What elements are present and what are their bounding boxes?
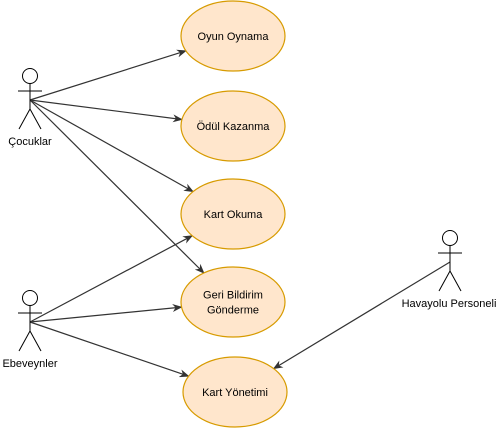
association-cocuklar-to-odul (29, 99, 183, 123)
stick-figure-icon (18, 68, 42, 130)
association-ebeveynler-to-geri-bildirim (29, 304, 183, 323)
usecase-kart-okuma[interactable]: Kart Okuma (180, 178, 286, 250)
usecase-label: Oyun Oynama (198, 31, 270, 43)
association-cocuklar-to-oyun (29, 49, 187, 101)
usecase-odul[interactable]: Ödül Kazanma (180, 90, 286, 162)
usecase-label: Geri Bildirim (203, 290, 263, 302)
usecase-ellipse[interactable] (180, 178, 286, 250)
usecase-label: Gönderme (207, 305, 259, 317)
usecase-ellipse[interactable] (180, 90, 286, 162)
usecase-ellipse[interactable] (180, 0, 286, 72)
association-cocuklar-to-kart-okuma (29, 99, 194, 193)
actor-label: Ebeveynler (2, 358, 57, 370)
actor-label: Havayolu Personeli (402, 298, 497, 310)
usecase-label: Kart Yönetimi (202, 387, 268, 399)
usecase-kart-yonetimi[interactable]: Kart Yönetimi (182, 356, 288, 428)
association-ebeveynler-to-kart-yonetimi (29, 321, 190, 378)
actor-havayolu[interactable]: Havayolu Personeli (402, 230, 497, 311)
stick-figure-icon (18, 290, 42, 352)
actor-label: Çocuklar (8, 136, 52, 148)
association-ebeveynler-to-kart-okuma (29, 235, 194, 323)
usecase-ellipse[interactable] (182, 356, 288, 428)
association-havayolu-to-kart-yonetimi (272, 261, 451, 370)
associations-layer (29, 49, 451, 378)
usecase-label: Ödül Kazanma (197, 121, 271, 133)
usecase-oyun[interactable]: Oyun Oynama (180, 0, 286, 72)
stick-figure-icon (438, 230, 462, 292)
association-cocuklar-to-geri-bildirim (29, 99, 205, 274)
usecase-ellipse[interactable] (180, 266, 286, 338)
usecase-label: Kart Okuma (204, 209, 264, 221)
actor-ebeveynler[interactable]: Ebeveynler (2, 290, 58, 371)
actor-cocuklar[interactable]: Çocuklar (8, 68, 52, 149)
